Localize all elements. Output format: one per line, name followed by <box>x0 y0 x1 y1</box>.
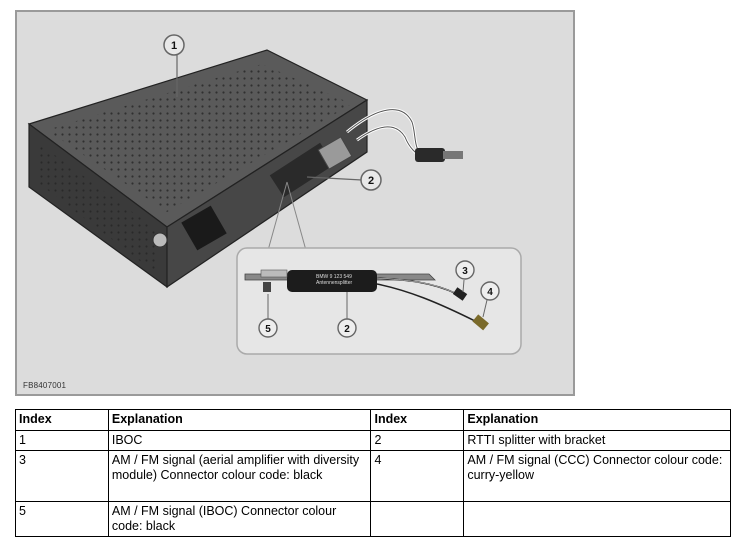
index-cell: 4 <box>370 450 465 502</box>
explanation-cell: IBOC <box>107 430 372 451</box>
callout-2-inset: 2 <box>344 324 350 335</box>
antenna-plug <box>415 148 463 162</box>
index-cell: 2 <box>370 430 465 451</box>
header-index: Index <box>370 409 465 431</box>
header-index: Index <box>15 409 109 431</box>
explanation-cell: AM / FM signal (aerial amplifier with di… <box>107 450 372 502</box>
callout-3: 3 <box>462 266 468 277</box>
callout-5: 5 <box>265 324 271 335</box>
callout-4: 4 <box>487 287 493 298</box>
figure-code: FB8407001 <box>23 381 67 390</box>
index-cell: 1 <box>15 430 109 451</box>
callout-1: 1 <box>171 40 177 52</box>
explanation-cell: AM / FM signal (CCC) Connector colour co… <box>463 450 731 502</box>
header-explanation: Explanation <box>463 409 731 431</box>
callout-2: 2 <box>368 175 374 187</box>
table-row: 1 IBOC 2 RTTI splitter with bracket <box>15 430 731 451</box>
index-cell <box>370 501 465 537</box>
explanation-cell <box>463 501 731 537</box>
header-explanation: Explanation <box>107 409 372 431</box>
index-cell: 5 <box>15 501 109 537</box>
table-row: 5 AM / FM signal (IBOC) Connector colour… <box>15 501 731 537</box>
legend-header-row: Index Explanation Index Explanation <box>15 409 731 431</box>
explanation-cell: RTTI splitter with bracket <box>463 430 731 451</box>
index-cell: 3 <box>15 450 109 502</box>
table-row: 3 AM / FM signal (aerial amplifier with … <box>15 450 731 502</box>
legend-table: Index Explanation Index Explanation 1 IB… <box>15 409 731 537</box>
explanation-cell: AM / FM signal (IBOC) Connector colour c… <box>107 501 372 537</box>
